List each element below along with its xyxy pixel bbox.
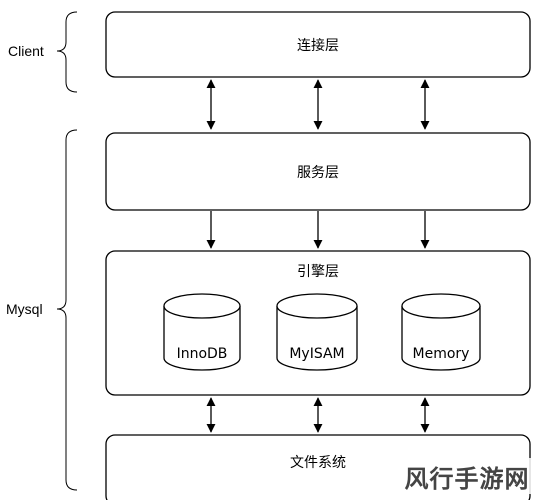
watermark-logo: 风行手游网 — [397, 458, 537, 494]
engine-memory-label: Memory — [413, 346, 470, 362]
engine-innodb-label: InnoDB — [177, 346, 228, 362]
engine-layer-label: 引擎层 — [297, 264, 339, 280]
mysql-brace — [56, 129, 78, 491]
service-layer-label: 服务层 — [297, 165, 339, 181]
mysql-label: Mysql — [6, 301, 43, 317]
filesystem-layer-label: 文件系统 — [290, 455, 346, 471]
service-layer-box — [105, 132, 531, 211]
client-label: Client — [8, 43, 44, 59]
engine-innodb-cylinder: InnoDB — [163, 293, 241, 371]
engine-myisam-label: MyISAM — [289, 346, 344, 362]
connection-layer-box — [105, 11, 531, 78]
connection-layer-label: 连接层 — [297, 37, 339, 54]
engine-memory-cylinder: Memory — [401, 293, 481, 371]
engine-myisam-cylinder: MyISAM — [276, 293, 358, 371]
client-brace — [56, 11, 78, 93]
